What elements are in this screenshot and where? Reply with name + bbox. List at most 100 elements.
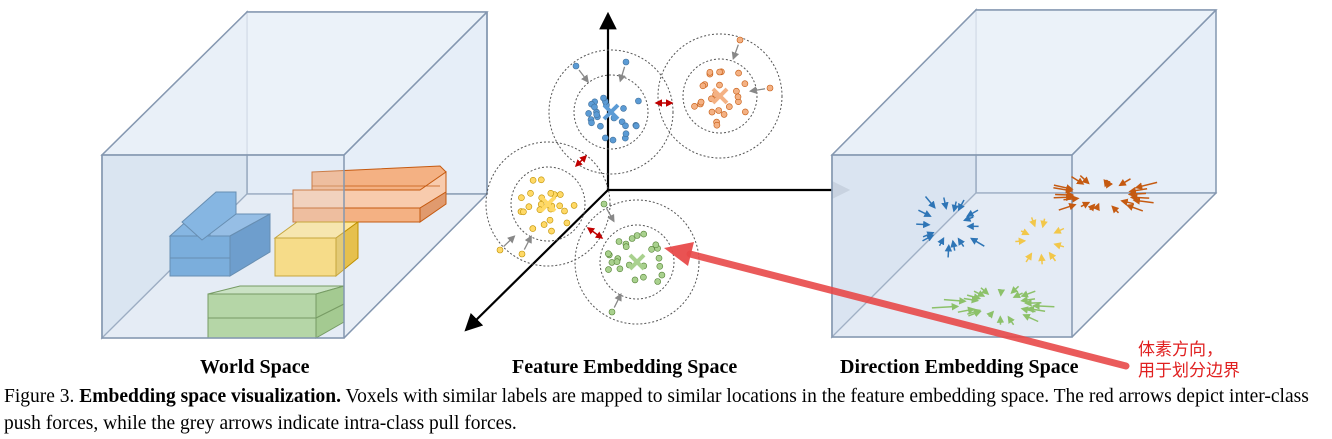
orange-direction-arrow [1058, 203, 1077, 211]
annotation-line-2: 用于划分边界 [1138, 361, 1240, 381]
green-direction-arrow [1020, 306, 1036, 314]
direction-space-box [830, 8, 1218, 339]
orange-voxel [699, 82, 707, 90]
orange-voxel [725, 103, 733, 110]
green-voxel [640, 273, 647, 281]
green-voxel [604, 250, 612, 257]
yellow-direction-arrow [1015, 237, 1027, 246]
orange-voxel [706, 69, 714, 76]
blue-voxel [591, 103, 598, 111]
yellow-voxel [529, 177, 537, 184]
blue-direction-arrow [924, 196, 936, 209]
blue-voxel [593, 111, 601, 118]
pull-force-arrow [613, 292, 622, 308]
handwritten-annotation: 体素方向， 用于划分边界 [1138, 340, 1240, 382]
blue-direction-arrow [918, 209, 932, 217]
yellow-outlier [496, 246, 504, 254]
green-direction-arrow [986, 310, 995, 319]
orange-voxel [741, 80, 749, 87]
caption-title: Embedding space visualization. [79, 386, 341, 407]
green-direction-arrow [1032, 302, 1055, 310]
blue-direction-arrow [941, 197, 949, 210]
blue-block [168, 191, 271, 277]
orange-voxel [735, 69, 742, 77]
yellow-voxel [561, 207, 568, 215]
yellow-voxel [547, 190, 555, 197]
yellow-voxel [556, 191, 564, 198]
orange-direction-arrow [1053, 184, 1074, 192]
yellow-voxel [546, 216, 554, 224]
blue-direction-arrow [950, 239, 958, 251]
orange-voxel [716, 68, 723, 76]
orange-voxel [716, 81, 723, 89]
yellow-outlier [518, 250, 526, 258]
green-direction-arrow [973, 290, 986, 297]
green-cluster [574, 199, 700, 325]
yellow-direction-field [1015, 217, 1065, 265]
orange-outlier [766, 84, 774, 92]
green-voxel [655, 254, 663, 262]
yellow-direction-arrow [1048, 251, 1057, 262]
orange-voxel [741, 108, 749, 116]
orange-voxel [697, 98, 705, 106]
orange-block [292, 165, 447, 223]
yellow-voxel [520, 208, 527, 216]
yellow-direction-arrow [1025, 252, 1033, 263]
green-voxel [633, 232, 641, 239]
green-voxel [656, 262, 664, 270]
yellow-voxel [537, 176, 545, 184]
caption-figure-number: Figure 3. [4, 386, 75, 407]
green-direction-arrow [1007, 315, 1015, 326]
figure-caption: Figure 3. Embedding space visualization.… [4, 383, 1328, 437]
yellow-voxel [527, 190, 534, 197]
blue-voxel [597, 122, 604, 130]
pull-force-arrow [503, 235, 516, 248]
green-voxel [616, 265, 624, 273]
world-space-box [100, 10, 489, 340]
orange-direction-field [1053, 175, 1158, 214]
yellow-direction-arrow [1053, 242, 1065, 250]
blue-direction-arrow [957, 199, 965, 212]
green-direction-arrow [1022, 313, 1039, 323]
green-voxel [648, 246, 655, 253]
green-voxel [613, 258, 621, 266]
orange-direction-arrow [1071, 175, 1085, 185]
yellow-voxel [540, 221, 548, 228]
orange-direction-arrow [1106, 180, 1114, 189]
blue-direction-arrow [937, 236, 945, 247]
yellow-voxel [525, 203, 533, 210]
orange-direction-arrow [1111, 205, 1120, 214]
yellow-direction-arrow [1038, 253, 1046, 265]
blue-voxel [585, 110, 592, 117]
blue-direction-arrow [957, 237, 965, 248]
green-voxel [652, 241, 660, 249]
orange-direction-arrow [1079, 175, 1090, 185]
green-voxel [658, 271, 666, 279]
orange-direction-arrow [1120, 198, 1134, 206]
yellow-voxel [570, 202, 578, 209]
blue-direction-arrow [916, 220, 931, 229]
blue-voxel [601, 134, 609, 142]
green-direction-arrow [997, 288, 1006, 297]
yellow-cluster [485, 141, 611, 267]
yellow-voxel [529, 225, 537, 232]
orange-voxel [708, 108, 716, 116]
green-direction-arrow [957, 306, 976, 314]
green-direction-arrow [1026, 305, 1046, 314]
green-outlier [600, 200, 608, 208]
orange-direction-arrow [1127, 190, 1147, 198]
green-voxel [628, 235, 636, 242]
green-direction-arrow [1020, 290, 1036, 298]
yellow-direction-arrow [1020, 228, 1030, 236]
feature-clusters [485, 33, 783, 325]
yellow-block [273, 221, 360, 278]
annotation-line-1: 体素方向， [1138, 340, 1223, 360]
orange-direction-arrow [1080, 201, 1091, 209]
yellow-direction-arrow [1029, 217, 1037, 228]
orange-direction-arrow [1132, 197, 1154, 205]
orange-direction-arrow [1055, 191, 1075, 199]
blue-outlier [622, 58, 630, 66]
direction-vectors [916, 175, 1158, 326]
orange-cluster [657, 33, 783, 159]
orange-direction-arrow [1053, 193, 1074, 202]
